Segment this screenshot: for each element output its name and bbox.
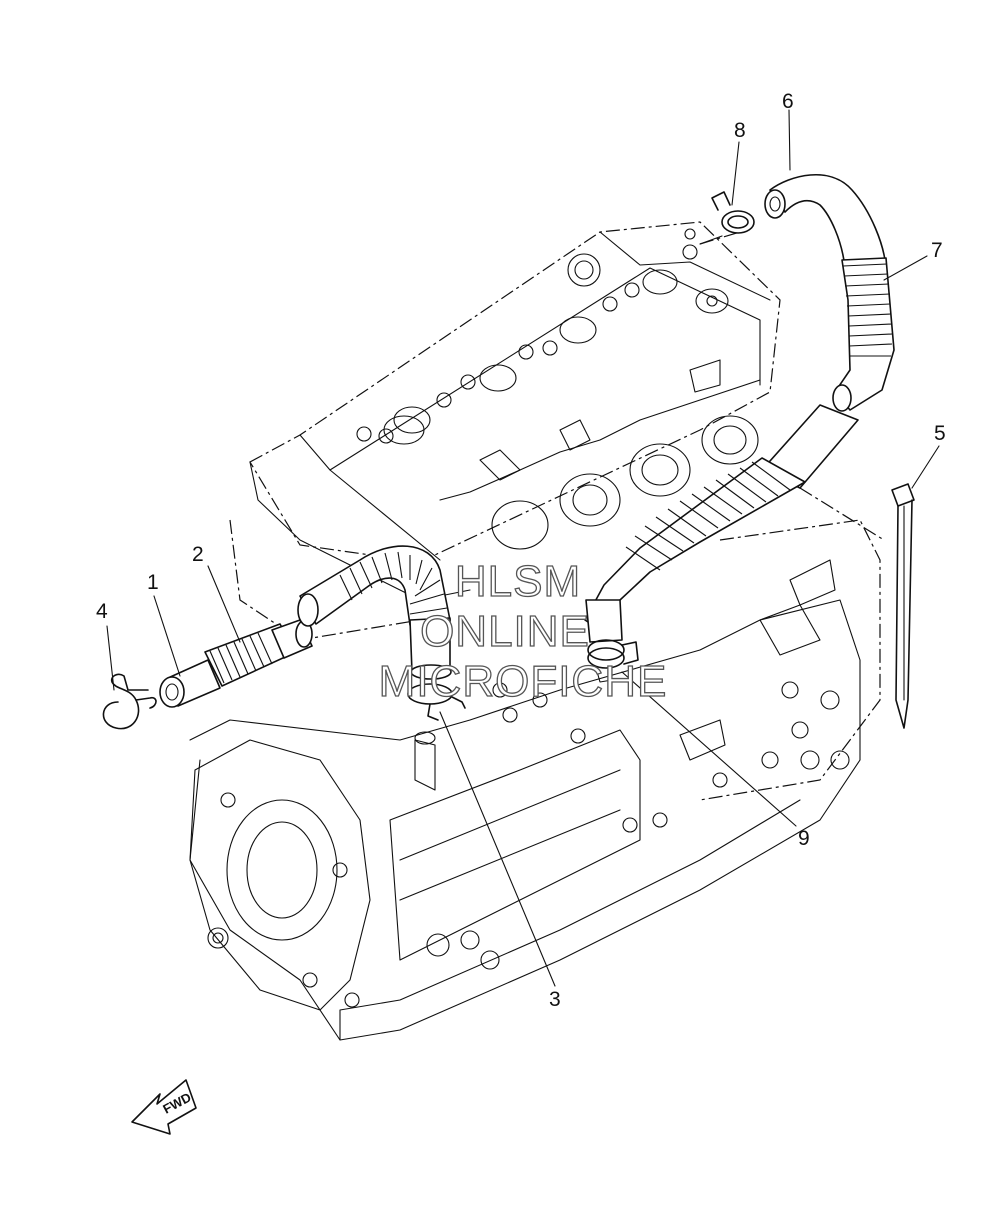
callout-2: 2 (192, 543, 204, 566)
part-3-clamp (407, 683, 466, 721)
part-2-corrugated-hose (204, 619, 313, 687)
callout-3: 3 (549, 988, 561, 1011)
watermark-line-2: ONLINE (420, 607, 590, 656)
watermark: HLSM ONLINE MICROFICHE (378, 556, 668, 706)
part-8-clamp (699, 191, 755, 245)
watermark-line-3: MICROFICHE (379, 657, 668, 706)
part-4-clip (102, 673, 157, 730)
assembly-lines (699, 231, 885, 541)
callout-4: 4 (96, 600, 108, 623)
callout-1: 1 (147, 571, 159, 594)
callout-8: 8 (734, 119, 746, 142)
callout-9: 9 (798, 827, 810, 850)
fwd-arrow-icon: FWD (131, 1079, 197, 1135)
callout-6: 6 (782, 90, 794, 113)
main-breather-hose (297, 545, 452, 680)
watermark-line-1: HLSM (455, 557, 581, 606)
part-5-cable-tie (891, 483, 915, 729)
leader-lines (106, 109, 940, 987)
part-9-clamp (587, 639, 639, 683)
part-1-hose (159, 659, 221, 708)
callout-7: 7 (931, 239, 943, 262)
engine-block (189, 221, 881, 1041)
callout-5: 5 (934, 422, 946, 445)
